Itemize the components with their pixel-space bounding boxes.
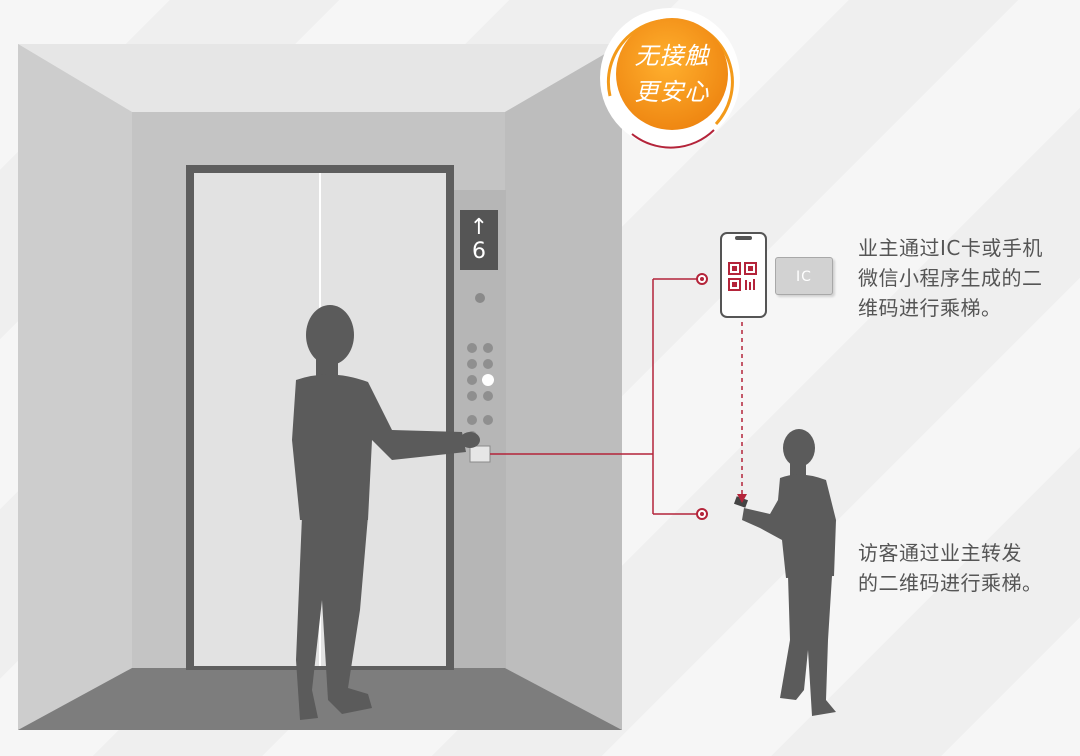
badge: 无接触 更安心 [602, 38, 742, 110]
ic-card-icon: IC [775, 257, 833, 295]
qr-code-icon [728, 262, 757, 291]
badge-circle [600, 8, 740, 149]
smartphone-icon [720, 232, 767, 318]
visitor-silhouette-icon [733, 429, 836, 716]
floor-display: ↑ 6 [460, 210, 498, 270]
cabin-ceiling [18, 44, 622, 112]
dashed-arrow-head [737, 494, 747, 503]
owner-caption-line-1: 业主通过IC卡或手机 [858, 236, 1043, 260]
owner-caption-line-2: 微信小程序生成的二 [858, 266, 1043, 290]
visitor-caption-line-1: 访客通过业主转发 [858, 541, 1022, 565]
ic-card-label: IC [796, 269, 812, 285]
person-silhouette-icon [292, 305, 480, 720]
cabin-right-wall [505, 44, 622, 730]
owner-caption-line-3: 维码进行乘梯。 [858, 296, 1002, 320]
floor-number: 6 [472, 239, 486, 264]
owner-caption: 业主通过IC卡或手机 微信小程序生成的二 维码进行乘梯。 [858, 233, 1068, 323]
cabin-left-wall [18, 44, 132, 730]
selected-floor-button [482, 374, 494, 386]
badge-line-1: 无接触 [634, 42, 710, 70]
card-reader [469, 445, 491, 463]
badge-line-2: 更安心 [634, 78, 710, 106]
visitor-caption-line-2: 的二维码进行乘梯。 [858, 571, 1043, 595]
indicator-dot [475, 293, 485, 303]
cabin-floor [18, 668, 622, 730]
floor-arrow-icon: ↑ [469, 215, 489, 240]
floor-buttons [467, 343, 493, 441]
visitor-caption: 访客通过业主转发 的二维码进行乘梯。 [858, 538, 1068, 598]
connector-lines [490, 278, 743, 515]
